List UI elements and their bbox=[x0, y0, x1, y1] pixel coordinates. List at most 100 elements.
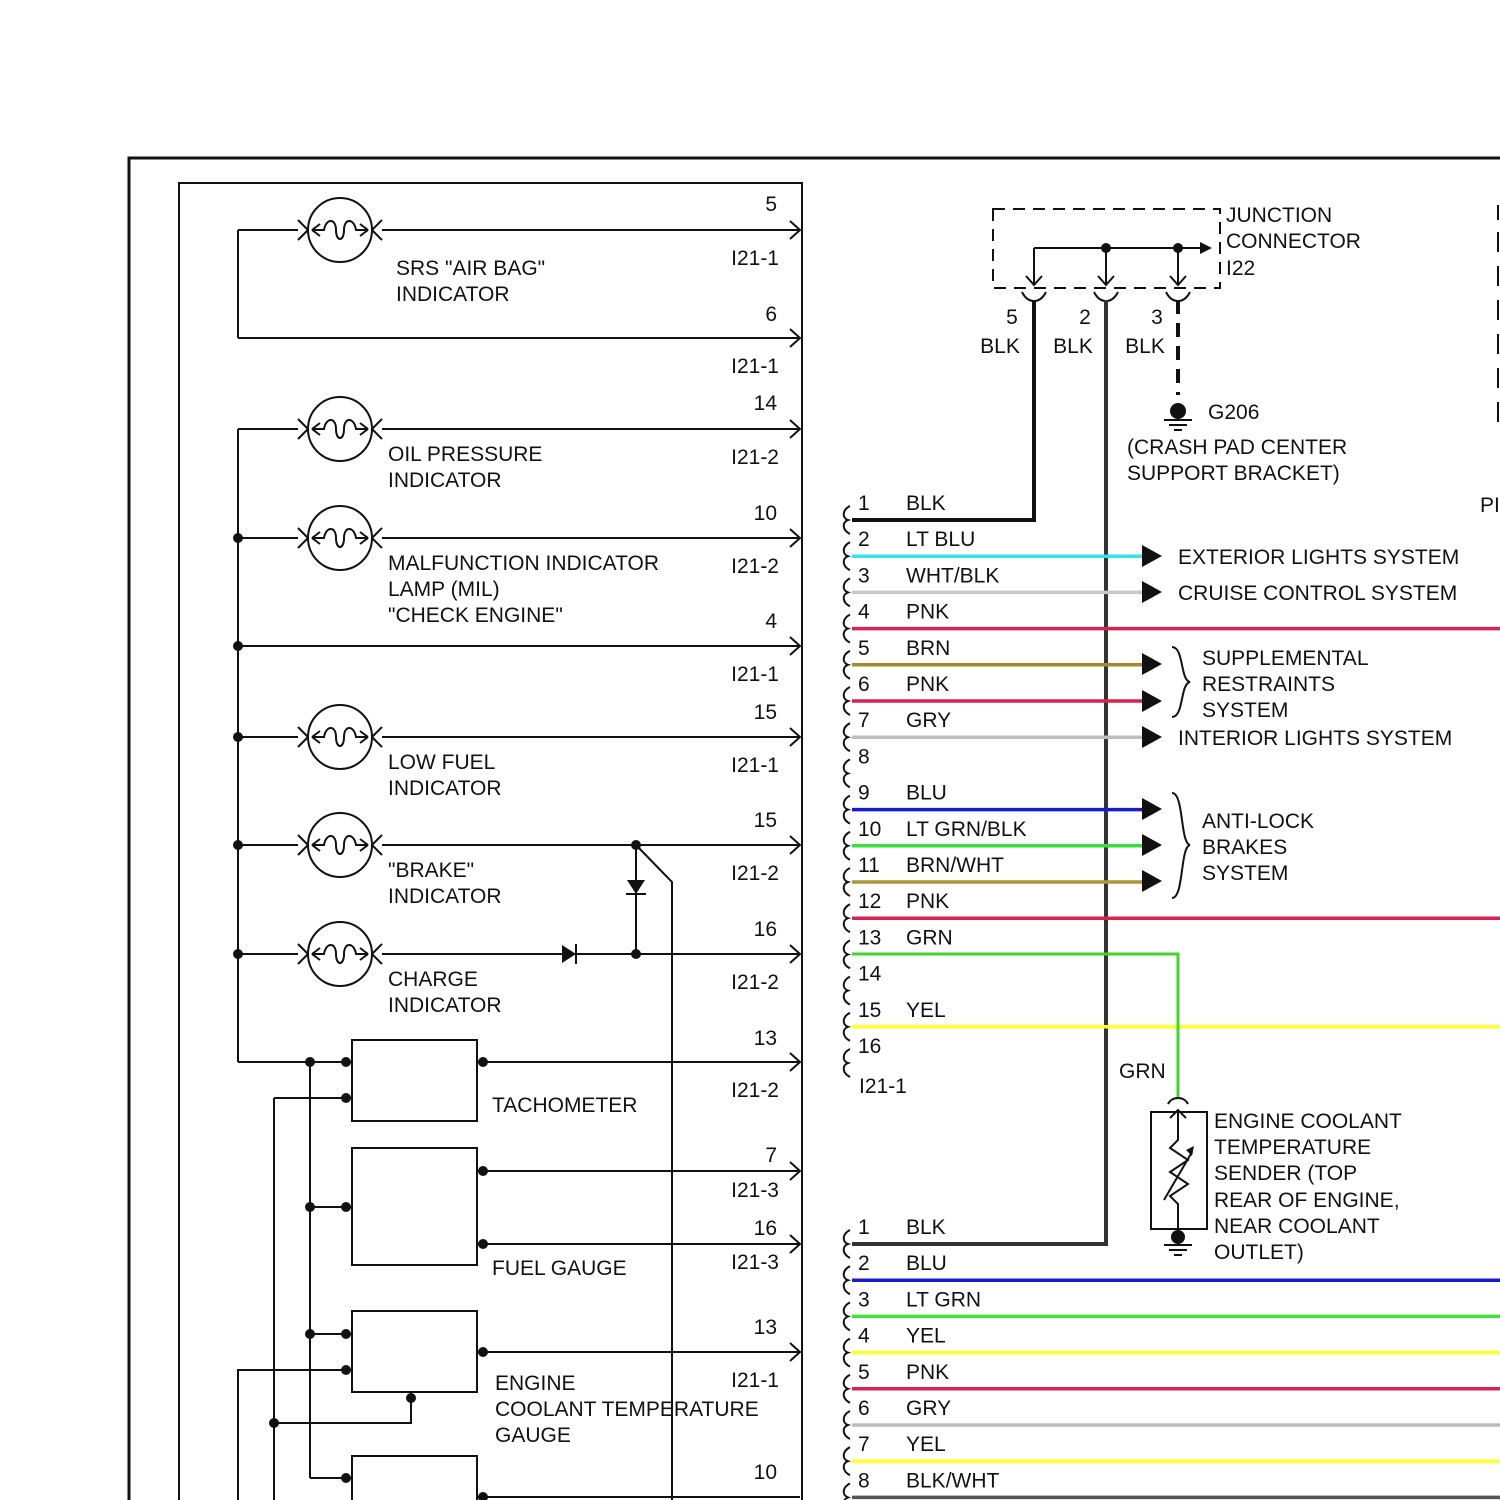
connector-pin-icon bbox=[844, 578, 850, 606]
pin-number: 2 bbox=[858, 1252, 870, 1275]
pin-number: 1 bbox=[858, 1216, 870, 1239]
pin-wire-color: LT GRN bbox=[906, 1288, 981, 1311]
junction-pin-number: 2 bbox=[1079, 306, 1091, 329]
cluster-pin-connector: I21-2 bbox=[731, 555, 779, 578]
pin-number: 15 bbox=[858, 999, 881, 1022]
abs-brace bbox=[1172, 793, 1190, 898]
cruise-control-label: CRUISE CONTROL SYSTEM bbox=[1178, 582, 1457, 605]
connector-pin-icon bbox=[844, 542, 850, 570]
cluster-pin-connector: I21-3 bbox=[731, 1179, 779, 1202]
cluster-pin-connector: I21-2 bbox=[731, 862, 779, 885]
edge-fragment-text: PI bbox=[1480, 494, 1500, 517]
sender-label-2: TEMPERATURE bbox=[1214, 1136, 1371, 1159]
pin-number: 4 bbox=[858, 1325, 870, 1348]
cluster-pin-connector: I21-2 bbox=[731, 446, 779, 469]
pin-wire-color: BRN bbox=[906, 637, 950, 660]
brake-indicator: "BRAKE" INDICATOR bbox=[238, 813, 800, 908]
cluster-pin-labels: 5I21-16I21-114I21-210I21-24I21-115I21-11… bbox=[731, 193, 779, 1484]
low-fuel-label-2: INDICATOR bbox=[388, 777, 502, 800]
fuel-gauge: FUEL GAUGE bbox=[305, 1148, 800, 1280]
connector-pin-icon bbox=[844, 1302, 850, 1330]
mil-indicator: MALFUNCTION INDICATOR LAMP (MIL) "CHECK … bbox=[238, 506, 800, 627]
pin-wire-color: LT BLU bbox=[906, 528, 975, 551]
cluster-pin-number: 16 bbox=[754, 918, 777, 941]
abs-system-3: SYSTEM bbox=[1202, 862, 1288, 885]
abs-system-2: BRAKES bbox=[1202, 836, 1287, 859]
pin-wire-color: WHT/BLK bbox=[906, 564, 999, 587]
tachometer: TACHOMETER bbox=[274, 1040, 800, 1121]
bulb-icon bbox=[298, 198, 382, 262]
cluster-pin-number: 5 bbox=[765, 193, 777, 216]
interior-lights-label: INTERIOR LIGHTS SYSTEM bbox=[1178, 727, 1452, 750]
connector-pin-icon bbox=[844, 1013, 850, 1041]
pin-number: 16 bbox=[858, 1035, 881, 1058]
junction-pin-color: BLK bbox=[1053, 335, 1093, 358]
junction-pin-number: 3 bbox=[1151, 306, 1163, 329]
sender-label-1: ENGINE COOLANT bbox=[1214, 1110, 1402, 1133]
junction-label-1: JUNCTION bbox=[1226, 204, 1332, 227]
charge-indicator: CHARGE INDICATOR bbox=[238, 922, 800, 1017]
wire-blk-a1 bbox=[852, 300, 1034, 520]
cluster-pin-number: 10 bbox=[754, 1461, 777, 1484]
connector-pin-icon bbox=[844, 940, 850, 968]
pin-wire-color: PNK bbox=[906, 890, 949, 913]
cluster-pin-number: 16 bbox=[754, 1217, 777, 1240]
pin-number: 9 bbox=[858, 782, 870, 805]
pin-number: 6 bbox=[858, 673, 870, 696]
pin-number: 5 bbox=[858, 637, 870, 660]
cluster-pin-number: 13 bbox=[754, 1027, 777, 1050]
brake-label-1: "BRAKE" bbox=[388, 859, 474, 882]
pin-wire-color: LT GRN/BLK bbox=[906, 818, 1027, 841]
mil-label-2: LAMP (MIL) bbox=[388, 578, 500, 601]
srs-label-1: SRS "AIR BAG" bbox=[396, 257, 545, 280]
srs-system-1: SUPPLEMENTAL bbox=[1202, 647, 1369, 670]
connector-pin-icon bbox=[844, 759, 850, 787]
cluster-pin-number: 7 bbox=[765, 1144, 777, 1167]
srs-brace bbox=[1172, 647, 1190, 717]
instrument-cluster-box bbox=[179, 183, 802, 1500]
junction-label-3: I22 bbox=[1226, 257, 1255, 280]
ect-label-1: ENGINE bbox=[495, 1372, 576, 1395]
pin-number: 6 bbox=[858, 1397, 870, 1420]
cluster-pin-number: 6 bbox=[765, 303, 777, 326]
ect-label-2: COOLANT TEMPERATURE bbox=[495, 1398, 759, 1421]
pin-number: 7 bbox=[858, 709, 870, 732]
sender-label-5: NEAR COOLANT bbox=[1214, 1215, 1380, 1238]
pin-number: 3 bbox=[858, 1288, 870, 1311]
connector-pin-icon bbox=[844, 977, 850, 1005]
srs-label-2: INDICATOR bbox=[396, 283, 510, 306]
cluster-pin-number: 15 bbox=[754, 809, 777, 832]
cluster-pin-connector: I21-3 bbox=[731, 1251, 779, 1274]
sender-label-4: REAR OF ENGINE, bbox=[1214, 1189, 1400, 1212]
connector-pin-icon bbox=[844, 687, 850, 715]
pin-wire-color: BLK bbox=[906, 492, 946, 515]
cluster-pin-number: 10 bbox=[754, 502, 777, 525]
junction-pin-color: BLK bbox=[1125, 335, 1165, 358]
pin-number: 3 bbox=[858, 564, 870, 587]
ground-g206: G206 (CRASH PAD CENTER SUPPORT BRACKET) bbox=[1127, 401, 1347, 485]
connector-i21-1: 1BLK2LT BLU3WHT/BLK4PNK5BRN6PNK7GRY89BLU… bbox=[844, 492, 1500, 1077]
connector-pin-icon bbox=[844, 832, 850, 860]
connector-pin-icon bbox=[844, 1411, 850, 1439]
cluster-pin-connector: I21-1 bbox=[731, 247, 779, 270]
pin-wire-color: PNK bbox=[906, 1361, 949, 1384]
right-edge-fragment: PI bbox=[1480, 205, 1500, 517]
bottom-gauge bbox=[310, 1456, 800, 1500]
connector-pin-icon bbox=[844, 796, 850, 824]
pin-wire-color: BLK bbox=[906, 1216, 946, 1239]
bulb-icon bbox=[298, 397, 382, 461]
sender-label-6: OUTLET) bbox=[1214, 1241, 1304, 1264]
tachometer-label: TACHOMETER bbox=[492, 1094, 637, 1117]
srs-system-3: SYSTEM bbox=[1202, 699, 1288, 722]
cluster-pin-number: 4 bbox=[765, 610, 777, 633]
pin-wire-color: PNK bbox=[906, 673, 949, 696]
connector-pin-icon bbox=[844, 904, 850, 932]
connector-pin-icon bbox=[844, 1375, 850, 1403]
cluster-pin-connector: I21-1 bbox=[731, 754, 779, 777]
ground-loc-2: SUPPORT BRACKET) bbox=[1127, 462, 1340, 485]
pin-number: 14 bbox=[858, 963, 882, 986]
bulb-icon bbox=[298, 813, 382, 877]
pin-number: 4 bbox=[858, 601, 870, 624]
pin-number: 11 bbox=[858, 854, 880, 877]
